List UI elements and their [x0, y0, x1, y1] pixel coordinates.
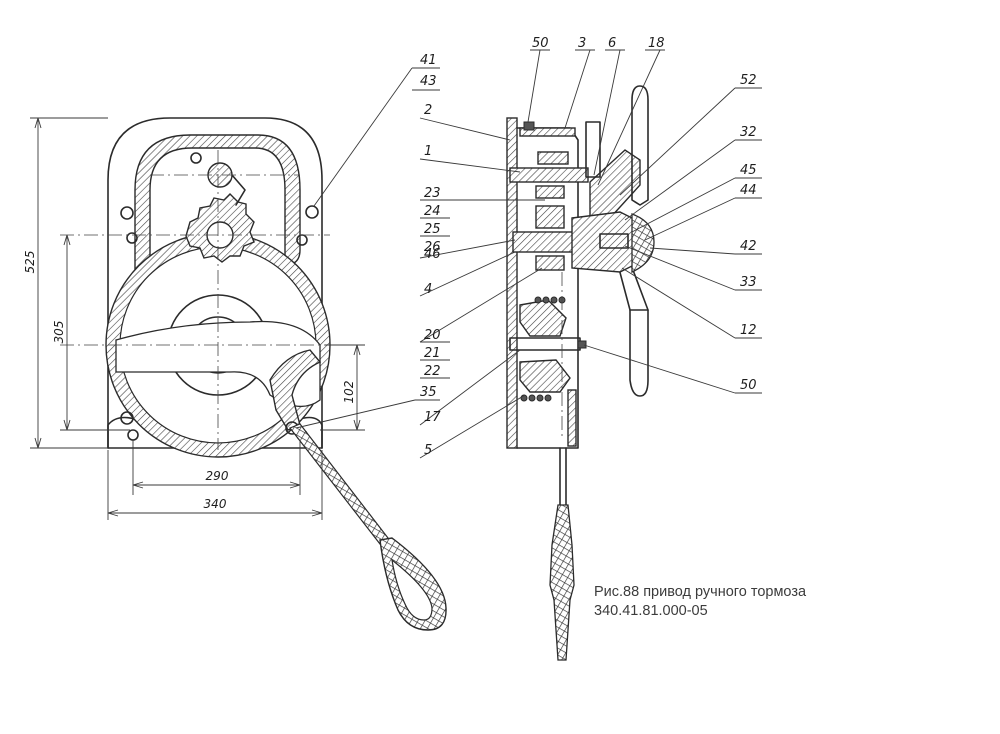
- mount-hole-tl2: [126, 232, 138, 244]
- upper-gear-2: [535, 185, 565, 199]
- dim-525: 525: [23, 251, 37, 274]
- pawl-6: [585, 121, 601, 178]
- housing-inner-wall: [134, 134, 301, 302]
- cable: [289, 423, 389, 545]
- top-leaders: [527, 49, 665, 186]
- bolt: [599, 233, 629, 249]
- cable-loop-inner: [391, 558, 433, 621]
- gear-block-upper: [535, 205, 565, 229]
- left-leaders: [419, 117, 545, 459]
- ratchet-pawl: [519, 299, 567, 337]
- small-hole-top: [190, 152, 202, 164]
- handle: [631, 85, 649, 206]
- dim-290: 290: [206, 469, 229, 483]
- cap: [631, 213, 655, 274]
- handle-lower: [629, 309, 649, 397]
- label-17: 17: [424, 410, 441, 425]
- pinion-arm: [231, 174, 246, 206]
- caption-code: 340.41.81.000-05: [594, 603, 708, 619]
- label-23: 23: [424, 186, 441, 201]
- dim-102: 102: [342, 381, 356, 404]
- mount-hole-tr: [305, 205, 319, 219]
- spring-upper: [534, 296, 566, 304]
- cable-exit: [269, 349, 322, 431]
- label-4: 4: [424, 282, 432, 297]
- label-6: 6: [608, 36, 616, 51]
- label-2: 2: [424, 103, 432, 118]
- cover-top: [519, 127, 576, 137]
- dim-340: 340: [204, 497, 227, 511]
- axle-pin: [509, 337, 581, 351]
- housing-outline: [107, 117, 323, 449]
- mount-hole-tl: [120, 206, 134, 220]
- upper-shaft: [509, 167, 589, 183]
- label-22: 22: [424, 364, 441, 379]
- label-26: 26: [424, 240, 441, 255]
- caption-title: Рис.88 привод ручного тормоза: [594, 584, 807, 600]
- label-44: 44: [740, 183, 757, 198]
- mount-hole-bl: [120, 411, 134, 425]
- label-32: 32: [740, 125, 757, 140]
- label-3: 3: [578, 36, 586, 51]
- label-25: 25: [424, 222, 441, 237]
- section-view: 2 1 23 24 25 26 46 4 20 21 22 17 5 50 3 …: [419, 36, 762, 661]
- lower-pawl: [519, 359, 571, 393]
- label-45: 45: [740, 163, 757, 178]
- label-46: 46: [424, 247, 441, 262]
- label-20: 20: [424, 328, 441, 343]
- label-50-top: 50: [532, 36, 549, 51]
- nut-50: [523, 121, 535, 131]
- label-50-right: 50: [740, 378, 757, 393]
- lower-lining: [567, 389, 577, 447]
- front-view: 525 305 102 290 340 41 43 35: [23, 53, 447, 631]
- pin-50: [577, 340, 587, 349]
- label-24: 24: [424, 204, 441, 219]
- mount-hole-bl2: [127, 429, 139, 441]
- label-33: 33: [740, 275, 757, 290]
- label-35: 35: [420, 385, 437, 400]
- label-21: 21: [424, 346, 441, 361]
- cable-end: [549, 504, 575, 661]
- upper-gear: [537, 151, 569, 165]
- label-18: 18: [648, 36, 665, 51]
- label-43: 43: [420, 74, 437, 89]
- label-42: 42: [740, 239, 757, 254]
- dim-305: 305: [52, 321, 66, 344]
- gear-block-lower: [535, 255, 565, 271]
- label-52: 52: [740, 73, 757, 88]
- label-12: 12: [740, 323, 757, 338]
- label-41: 41: [420, 53, 437, 68]
- right-leaders: [583, 87, 762, 394]
- hub: [571, 211, 641, 273]
- label-5: 5: [424, 443, 432, 458]
- label-1: 1: [424, 144, 432, 159]
- figure-caption: Рис.88 привод ручного тормоза 340.41.81.…: [594, 583, 806, 621]
- spring-lower: [520, 394, 552, 402]
